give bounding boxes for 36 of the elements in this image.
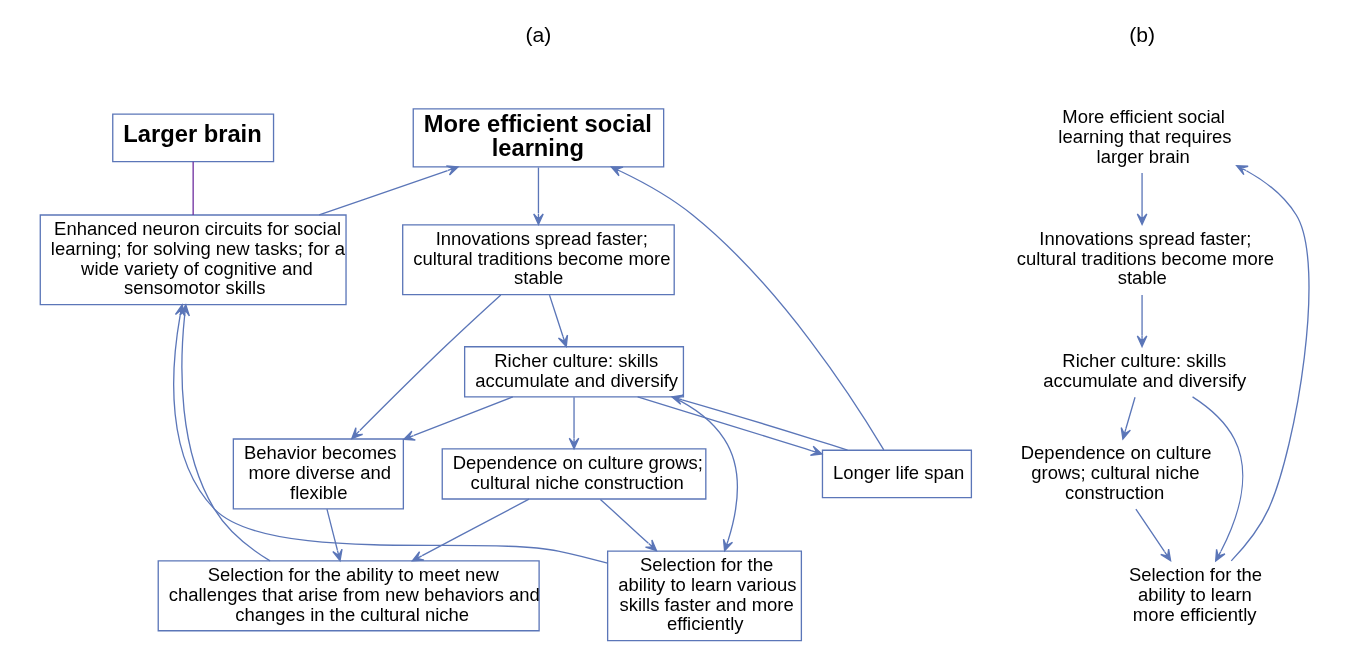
arrow [1191, 396, 1243, 562]
arrow [532, 166, 544, 226]
node-text: Innovations spread faster; cultural traditions become more stable [1016, 227, 1274, 289]
arrow [318, 165, 459, 216]
arrow [548, 294, 568, 348]
node-box: Dependence on culture grows; cultural niche construction [441, 448, 706, 500]
connector [192, 160, 194, 216]
arrow [671, 396, 738, 552]
node-box: Innovations spread faster; cultural traditions become more stable [401, 224, 675, 296]
node-box: Larger brain [111, 113, 274, 163]
arrow [670, 394, 848, 451]
node-box: Selection for the ability to meet new challenges that arise from new behaviors and changes in the cultural niche [157, 560, 540, 632]
node-box: Enhanced neuron circuits for social learning; for solving new tasks; for a wide variety of cognitive and sensomotor skills [39, 214, 347, 306]
arrow [1134, 508, 1171, 562]
node-box: More efficient social learning [412, 108, 664, 168]
arrow [1120, 396, 1136, 440]
node-box: Selection for the ability to learn various skills faster and more efficiently [606, 550, 802, 642]
arrow [1230, 165, 1309, 562]
label: (b) [1128, 23, 1155, 47]
arrow [636, 396, 823, 456]
arrow [178, 304, 271, 562]
arrow [1136, 172, 1147, 226]
node-box: Longer life span [821, 449, 972, 499]
node-text: Selection for the ability to learn more efficiently [1128, 563, 1262, 625]
node-text: More efficient social learning that requires larger brain [1057, 105, 1232, 167]
node-text: Dependence on culture grows; cultural niche construction [1020, 442, 1211, 503]
arrow [610, 166, 884, 451]
arrow [1136, 294, 1147, 348]
node-text: Richer culture: skills accumulate and diversify [1042, 349, 1246, 391]
label: (a) [525, 23, 551, 47]
arrow [411, 498, 530, 562]
node-box: Behavior becomes more diverse and flexible [232, 438, 404, 510]
arrow [568, 396, 579, 450]
arrow [325, 508, 343, 562]
arrow [599, 498, 657, 552]
node-box: Richer culture: skills accumulate and diversify [463, 346, 684, 398]
